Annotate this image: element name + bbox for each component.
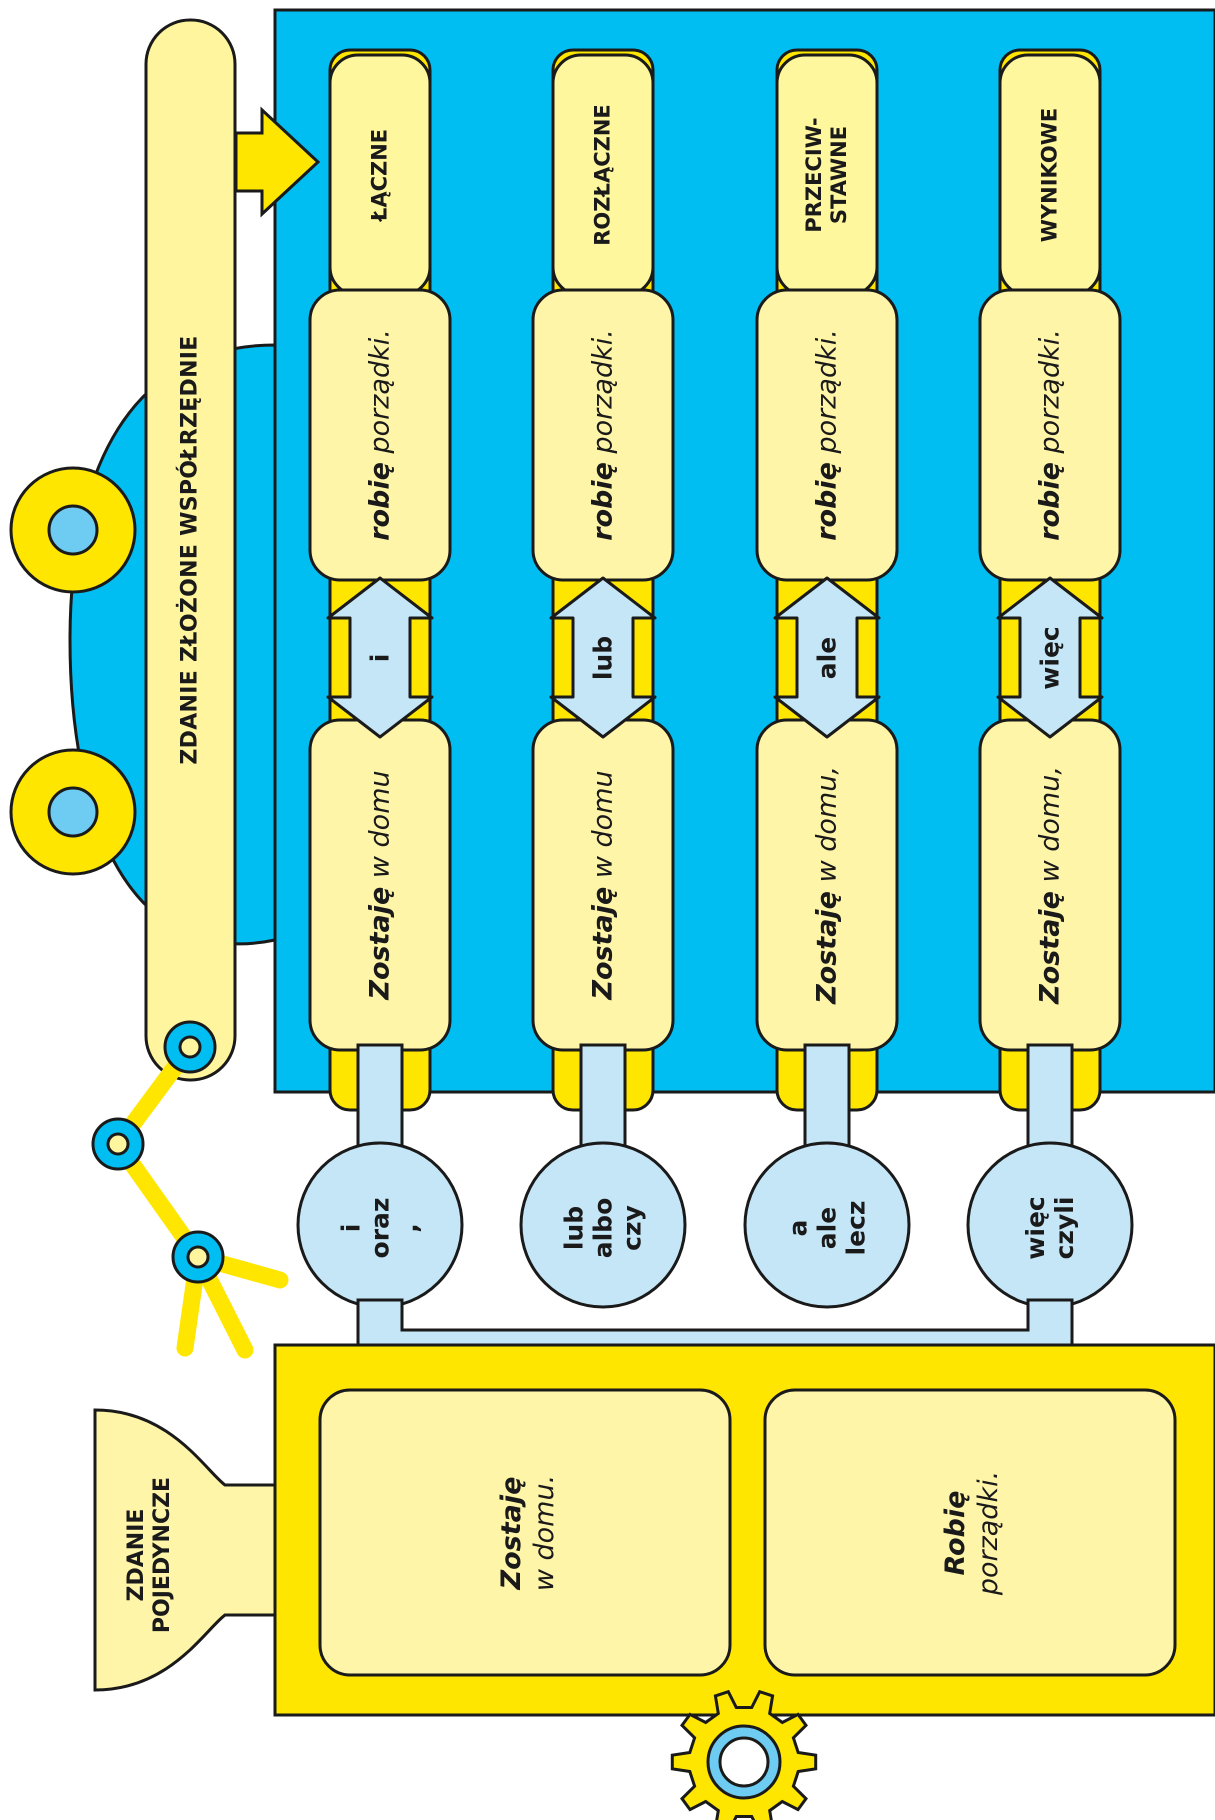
- conjunction-3: więc: [1035, 626, 1065, 690]
- clause-rest: porządki.: [811, 329, 843, 463]
- verb: robię: [1034, 462, 1066, 541]
- simple-sentence-box-2: [763, 1388, 1177, 1677]
- simple-sentence-box-1: [318, 1388, 732, 1677]
- option-word: czy: [617, 1205, 647, 1251]
- option-word: lecz: [841, 1200, 871, 1256]
- rows-group: [308, 48, 1122, 1112]
- row-3: [978, 48, 1122, 1112]
- simple-sentence-heading: ZDANIE POJEDYNCZE: [124, 1476, 175, 1634]
- double-arrow-icon: [773, 576, 881, 739]
- type-label-line: ROZŁĄCZNE: [590, 104, 615, 246]
- option-word: oraz: [365, 1197, 395, 1259]
- options-circle: [743, 1141, 911, 1309]
- type-label-line: PRZECIW-: [802, 117, 826, 233]
- option-word: więc: [1021, 1196, 1050, 1260]
- clause-rest: w domu,: [811, 766, 843, 891]
- verb: Zostaję: [587, 886, 619, 1000]
- option-word: i: [336, 1223, 366, 1233]
- verb: robię: [811, 462, 843, 541]
- row-1: [531, 48, 675, 1112]
- double-arrow-icon: [549, 576, 657, 739]
- option-word: a: [783, 1219, 813, 1237]
- simple-sentence-1: Zostaję w domu.: [496, 1474, 560, 1592]
- verb: Zostaję: [811, 891, 843, 1004]
- clause1-text-3: Zostaję w domu,: [1035, 766, 1066, 1004]
- clause1-text-0: Zostaję w domu: [365, 770, 396, 999]
- clause-rest: w domu: [364, 770, 396, 887]
- clause2-text-3: robię porządki.: [1035, 329, 1066, 541]
- option-word: czyli: [1050, 1196, 1079, 1260]
- clause-rest: porządki.: [364, 329, 396, 463]
- verb: robię: [364, 462, 396, 541]
- simple-sentence-2: Robię porządki.: [940, 1470, 1004, 1596]
- simple-sentence-funnel: [93, 1408, 277, 1692]
- type-label-line: ŁĄCZNE: [367, 128, 392, 222]
- conjunction-2: ale: [812, 636, 842, 680]
- option-word: lub: [559, 1205, 589, 1251]
- row-2: [755, 48, 899, 1112]
- verb: Zostaję: [364, 886, 396, 1000]
- type-label-1: ROZŁĄCZNE: [591, 104, 616, 246]
- arrow-right-icon: [234, 106, 321, 218]
- verb: Zostaję: [1034, 891, 1066, 1004]
- clause-rest: w domu: [587, 770, 619, 887]
- type-label-line: WYNIKOWE: [1037, 107, 1062, 243]
- wheel-left: [9, 466, 137, 594]
- double-arrow-icon: [996, 576, 1104, 739]
- row-0: [308, 48, 452, 1112]
- gear-icon: [670, 1689, 818, 1820]
- type-label-3: WYNIKOWE: [1038, 108, 1063, 242]
- clause1-text-1: Zostaję w domu: [588, 770, 619, 999]
- clause2-text-2: robię porządki.: [812, 329, 843, 541]
- clause-rest: porządki.: [1034, 329, 1066, 463]
- options-circle: [519, 1141, 687, 1309]
- title-bar: [144, 18, 237, 1082]
- clause2-text-0: robię porządki.: [365, 329, 396, 541]
- clause1-text-2: Zostaję w domu,: [812, 766, 843, 1004]
- option-word: ,: [394, 1223, 424, 1233]
- wheel-right: [9, 748, 137, 876]
- robot-arm: [91, 1020, 289, 1359]
- clause-rest: porządki.: [587, 329, 619, 463]
- double-arrow-icon: [326, 576, 434, 739]
- option-word: ale: [812, 1206, 842, 1250]
- conjunction-1: lub: [588, 635, 618, 681]
- connector-tree: [296, 1043, 1134, 1380]
- page-title: ZDANIE ZŁOŻONE WSPÓŁRZĘDNIE: [177, 335, 203, 765]
- option-word: albo: [588, 1197, 618, 1259]
- verb: robię: [587, 462, 619, 541]
- conjunction-0: i: [365, 653, 395, 663]
- clause-rest: w domu,: [1034, 766, 1066, 891]
- type-label-line: STAWNE: [827, 125, 851, 225]
- clause2-text-1: robię porządki.: [588, 329, 619, 541]
- type-label-2: PRZECIW-STAWNE: [802, 117, 852, 232]
- type-label-0: ŁĄCZNE: [368, 129, 393, 221]
